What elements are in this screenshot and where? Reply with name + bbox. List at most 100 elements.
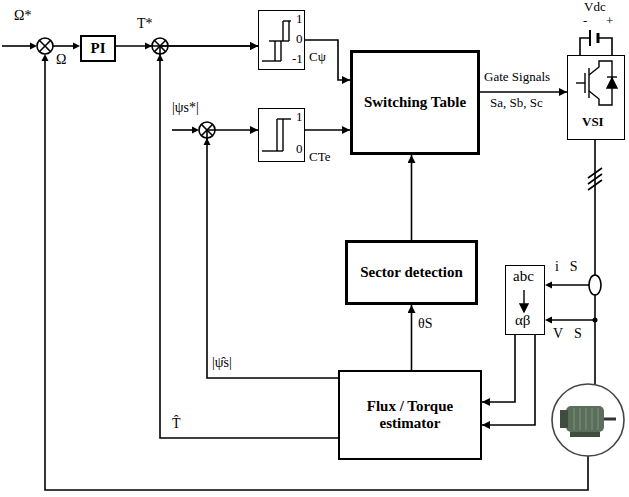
- signal-wires: [594, 140, 596, 385]
- node-text: VSI: [582, 114, 604, 130]
- igbt-symbol: [607, 76, 617, 77]
- signal-label: T̂: [172, 416, 181, 431]
- signal-wires: [2, 30, 612, 490]
- signal-wires: [551, 284, 589, 286]
- hysteresis-curve: [262, 119, 291, 151]
- signal-wires: [588, 174, 602, 184]
- motor-icon: [580, 408, 581, 430]
- motor-icon: [560, 410, 568, 428]
- motor-icon: [570, 432, 600, 437]
- signal-connector: [160, 46, 338, 438]
- hysteresis-curve: [282, 21, 283, 41]
- hysteresis-curve: [283, 20, 291, 21]
- signal-label: |ψs*|: [172, 100, 199, 115]
- signal-label: -: [583, 14, 587, 28]
- hysteresis-comparator: 10CTe: [258, 108, 305, 162]
- signal-connector: [411, 155, 413, 240]
- hysteresis-curve: [269, 40, 289, 41]
- signal-connector: [482, 335, 535, 425]
- transform-arrow: [520, 290, 528, 312]
- signal-connector: [480, 91, 567, 93]
- signal-label: i⃗S: [555, 259, 578, 274]
- hysteresis-curve: [262, 21, 291, 61]
- node-text: abc: [513, 268, 534, 285]
- signal-wires: [53, 45, 74, 47]
- signal-connector: [207, 130, 338, 378]
- node-text: αβ: [515, 312, 531, 329]
- signal-connector: [411, 305, 413, 370]
- node-text: 0: [296, 141, 303, 157]
- arrow-heads: [42, 54, 49, 61]
- arrow-heads: [30, 43, 37, 50]
- motor-icon: [552, 384, 624, 456]
- igbt-symbol: [584, 73, 585, 93]
- node-text: PI: [91, 40, 106, 57]
- signal-connector: [482, 335, 515, 402]
- signal-wires: [45, 61, 588, 490]
- hysteresis-curve: [288, 21, 289, 41]
- signal-label: Vdc: [584, 0, 606, 14]
- motor-icon: [592, 408, 593, 430]
- signal-wires: [551, 319, 595, 321]
- signal-label: |ψ̂s|: [212, 355, 232, 370]
- hysteresis-curve: [282, 119, 283, 151]
- motor-icon: [566, 406, 604, 432]
- node-text: Switching Table: [364, 94, 466, 111]
- signal-wires: [172, 129, 193, 131]
- node-text: Cψ: [309, 49, 326, 65]
- motor-icon: [586, 408, 587, 430]
- signal-label: Ω*: [14, 8, 31, 23]
- switching-table-box: Switching Table: [350, 50, 480, 155]
- signal-wires: [37, 38, 53, 54]
- hysteresis-curve: [262, 60, 281, 61]
- signal-wires: [589, 30, 591, 46]
- signal-label: +: [606, 14, 613, 28]
- controller-box: PI: [80, 35, 116, 62]
- hysteresis-curve: [274, 41, 275, 61]
- arrow-heads: [593, 318, 598, 323]
- signal-wires: [588, 168, 602, 178]
- hysteresis-curve: [262, 150, 283, 151]
- arrow-heads: [545, 282, 552, 289]
- signal-label: V⃗S: [553, 326, 582, 341]
- arrow-heads: [192, 127, 199, 134]
- igbt-symbol: [588, 68, 589, 98]
- signal-connector: [305, 129, 350, 131]
- igbt-symbol: [589, 61, 612, 105]
- signal-label: T*: [137, 16, 153, 31]
- transform-arrow: [520, 304, 528, 312]
- signal-wires: [580, 38, 590, 55]
- node-text: Flux / Torque estimator: [344, 398, 476, 432]
- arrow-heads: [545, 317, 552, 324]
- hysteresis-curve: [276, 119, 277, 151]
- signal-label: Ω: [56, 52, 66, 67]
- signal-label: Sa, Sb, Sc: [490, 96, 543, 110]
- hysteresis-curve: [277, 118, 291, 119]
- igbt-symbol: [607, 78, 617, 88]
- node-text: 1: [296, 109, 303, 125]
- motor-icon: [604, 418, 616, 421]
- motor-icon: [574, 408, 575, 430]
- signal-wires: [588, 180, 602, 190]
- hysteresis-comparator: 10-1Cψ: [258, 10, 305, 70]
- igbt-symbol: [576, 82, 585, 83]
- motor-icon: [598, 408, 599, 430]
- node-text: 1: [296, 11, 303, 27]
- signal-connector: [305, 40, 350, 80]
- inverter-box: VSI: [567, 55, 625, 140]
- hysteresis-curve: [280, 41, 281, 61]
- node-text: -1: [292, 51, 303, 67]
- signal-wires: [39, 40, 50, 51]
- node-text: 0: [296, 31, 303, 47]
- signal-wires: [598, 38, 612, 55]
- node-text: Sector detection: [360, 264, 463, 281]
- node-text: CTe: [309, 149, 330, 165]
- signal-wires: [39, 40, 50, 51]
- signal-label: θS: [418, 316, 433, 331]
- arrow-heads: [73, 43, 80, 50]
- signal-label: Gate Signals: [484, 70, 550, 84]
- signal-wires: [2, 45, 33, 47]
- estimator-box: Flux / Torque estimator: [338, 370, 482, 460]
- motor-icon: [552, 384, 624, 456]
